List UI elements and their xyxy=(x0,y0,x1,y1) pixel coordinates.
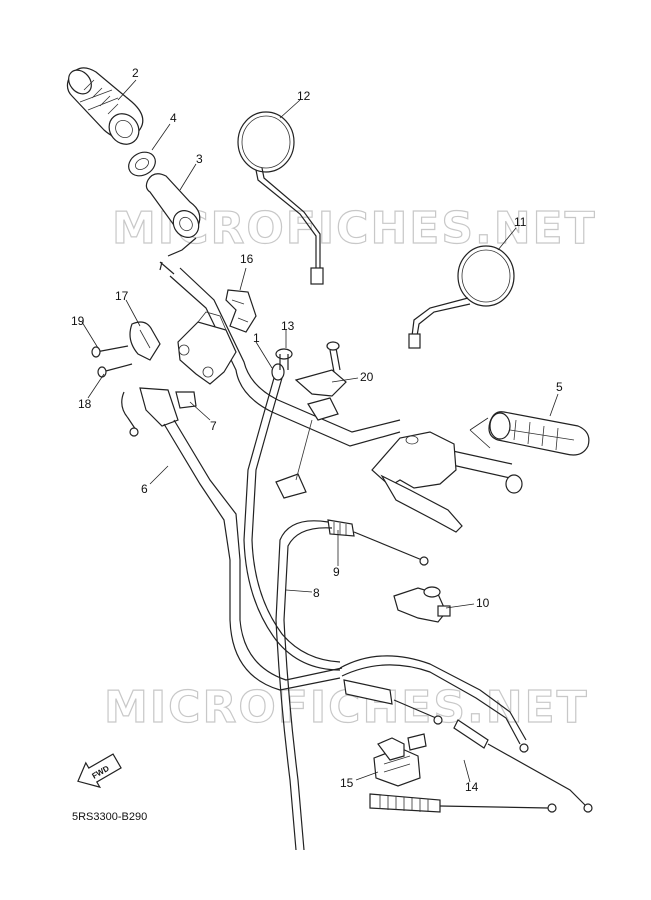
throttle-sleeve-part-3[interactable] xyxy=(145,173,203,243)
handlebar-clamp-upper[interactable] xyxy=(307,397,339,421)
throttle-cable-part-6[interactable] xyxy=(121,387,343,691)
switch-part-10[interactable] xyxy=(393,586,451,623)
callout-18[interactable]: 18 xyxy=(78,397,92,411)
callout-2[interactable]: 2 xyxy=(132,66,139,80)
cable-part-1[interactable] xyxy=(243,363,341,671)
clip-part-near-15[interactable] xyxy=(407,733,427,751)
cable-part-8[interactable] xyxy=(275,520,333,851)
callout-8[interactable]: 8 xyxy=(313,586,320,600)
callout-11[interactable]: 11 xyxy=(514,215,527,229)
callout-19[interactable]: 19 xyxy=(71,314,85,328)
callout-10[interactable]: 10 xyxy=(476,596,490,610)
callout-1[interactable]: 1 xyxy=(253,331,260,345)
guide-part-7[interactable] xyxy=(175,391,197,409)
callout-4[interactable]: 4 xyxy=(170,111,177,125)
cable-part-14[interactable] xyxy=(339,655,593,813)
callout-12[interactable]: 12 xyxy=(297,89,311,103)
callout-6[interactable]: 6 xyxy=(141,482,148,496)
washer-part-4[interactable] xyxy=(124,147,159,180)
callout-14[interactable]: 14 xyxy=(465,780,479,794)
brake-master-housing[interactable] xyxy=(177,311,237,385)
diagram-code: 5RS3300-B290 xyxy=(72,811,147,823)
left-switch-part-17[interactable] xyxy=(129,321,161,361)
cable-end-spring[interactable] xyxy=(369,793,557,813)
brake-lever-assembly[interactable] xyxy=(371,431,463,533)
callout-7[interactable]: 7 xyxy=(210,419,217,433)
callout-labels: 2 4 3 12 11 16 17 19 18 1 13 20 7 5 6 9 … xyxy=(71,66,563,794)
callout-20[interactable]: 20 xyxy=(360,370,374,384)
right-grip-part-5[interactable] xyxy=(469,411,590,456)
clamp-part-16[interactable] xyxy=(225,289,257,333)
adjuster-part-9[interactable] xyxy=(327,519,429,566)
screw-part-19[interactable] xyxy=(91,345,129,358)
leader-lines xyxy=(81,79,559,783)
bolt-part-13[interactable] xyxy=(275,348,293,370)
mirror-part-12[interactable] xyxy=(237,111,324,285)
switch-part-15[interactable] xyxy=(373,737,421,787)
bracket-part-20[interactable] xyxy=(294,341,347,397)
callout-9[interactable]: 9 xyxy=(333,565,340,579)
callout-15[interactable]: 15 xyxy=(340,776,354,790)
mirror-part-11[interactable] xyxy=(408,245,515,349)
left-grip-part-2[interactable] xyxy=(64,66,145,151)
callout-13[interactable]: 13 xyxy=(281,319,295,333)
callout-17[interactable]: 17 xyxy=(115,289,129,303)
handlebar-clamp-lower[interactable] xyxy=(275,419,313,499)
callout-5[interactable]: 5 xyxy=(556,380,563,394)
forward-arrow-icon: FWD xyxy=(77,753,122,789)
callout-3[interactable]: 3 xyxy=(196,152,203,166)
callout-16[interactable]: 16 xyxy=(240,252,254,266)
